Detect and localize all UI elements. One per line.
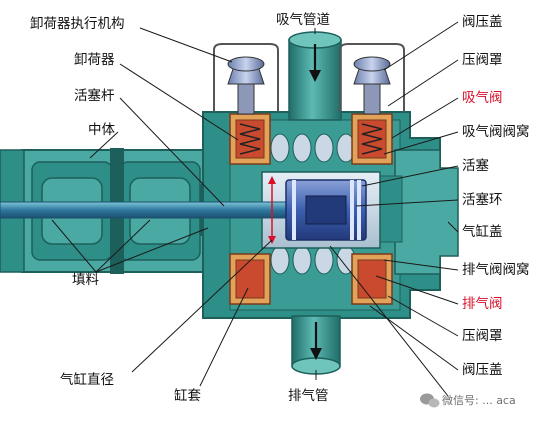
label-unloader: 卸荷器 [74,52,115,68]
watermark-text: 微信号: ... aca [442,393,516,407]
label-cylinder-head: 气缸盖 [462,223,503,240]
label-suction-valve: 吸气阀 [462,90,503,106]
label-valve-cage-bottom: 压阀罩 [462,328,503,344]
label-cylinder-liner: 缸套 [174,387,201,404]
label-valve-cage-top: 压阀罩 [462,52,503,68]
valve-bottom-left [229,253,271,305]
piston-rod [0,201,301,219]
label-valve-cover-bottom: 阀压盖 [462,362,503,378]
label-suction-valve-seat: 吸气阀阀窝 [462,123,530,140]
unloader-actuator-left [213,43,279,115]
label-discharge-valve-seat: 排气阀阀窝 [462,261,530,278]
valve-top-right [351,113,393,165]
label-unloader-actuator: 卸荷器执行机构 [30,16,125,32]
label-suction-pipe: 吸气管道 [276,12,330,28]
labels: 卸荷器执行机构 卸荷器 活塞杆 中体 填料 气缸直径 缸套 吸气管道 排气管 阀… [30,12,530,404]
gas-passages [270,133,356,275]
suction-pipe [288,31,342,121]
label-valve-cover-top: 阀压盖 [462,14,503,30]
label-piston-ring: 活塞环 [462,191,503,208]
wechat-logo-icon [420,393,440,408]
watermark: 微信号: ... aca [420,393,516,408]
label-distance-piece: 中体 [88,122,115,138]
leader-lines [51,21,459,397]
discharge-pipe [291,315,341,375]
piston [285,179,367,241]
label-piston: 活塞 [462,157,489,174]
label-cylinder-bore: 气缸直径 [60,371,114,388]
unloader-actuator-right [339,43,405,115]
label-discharge-pipe: 排气管 [288,388,329,404]
label-discharge-valve: 排气阀 [462,296,503,312]
label-piston-rod: 活塞杆 [74,87,115,104]
label-packing: 填料 [72,272,99,288]
